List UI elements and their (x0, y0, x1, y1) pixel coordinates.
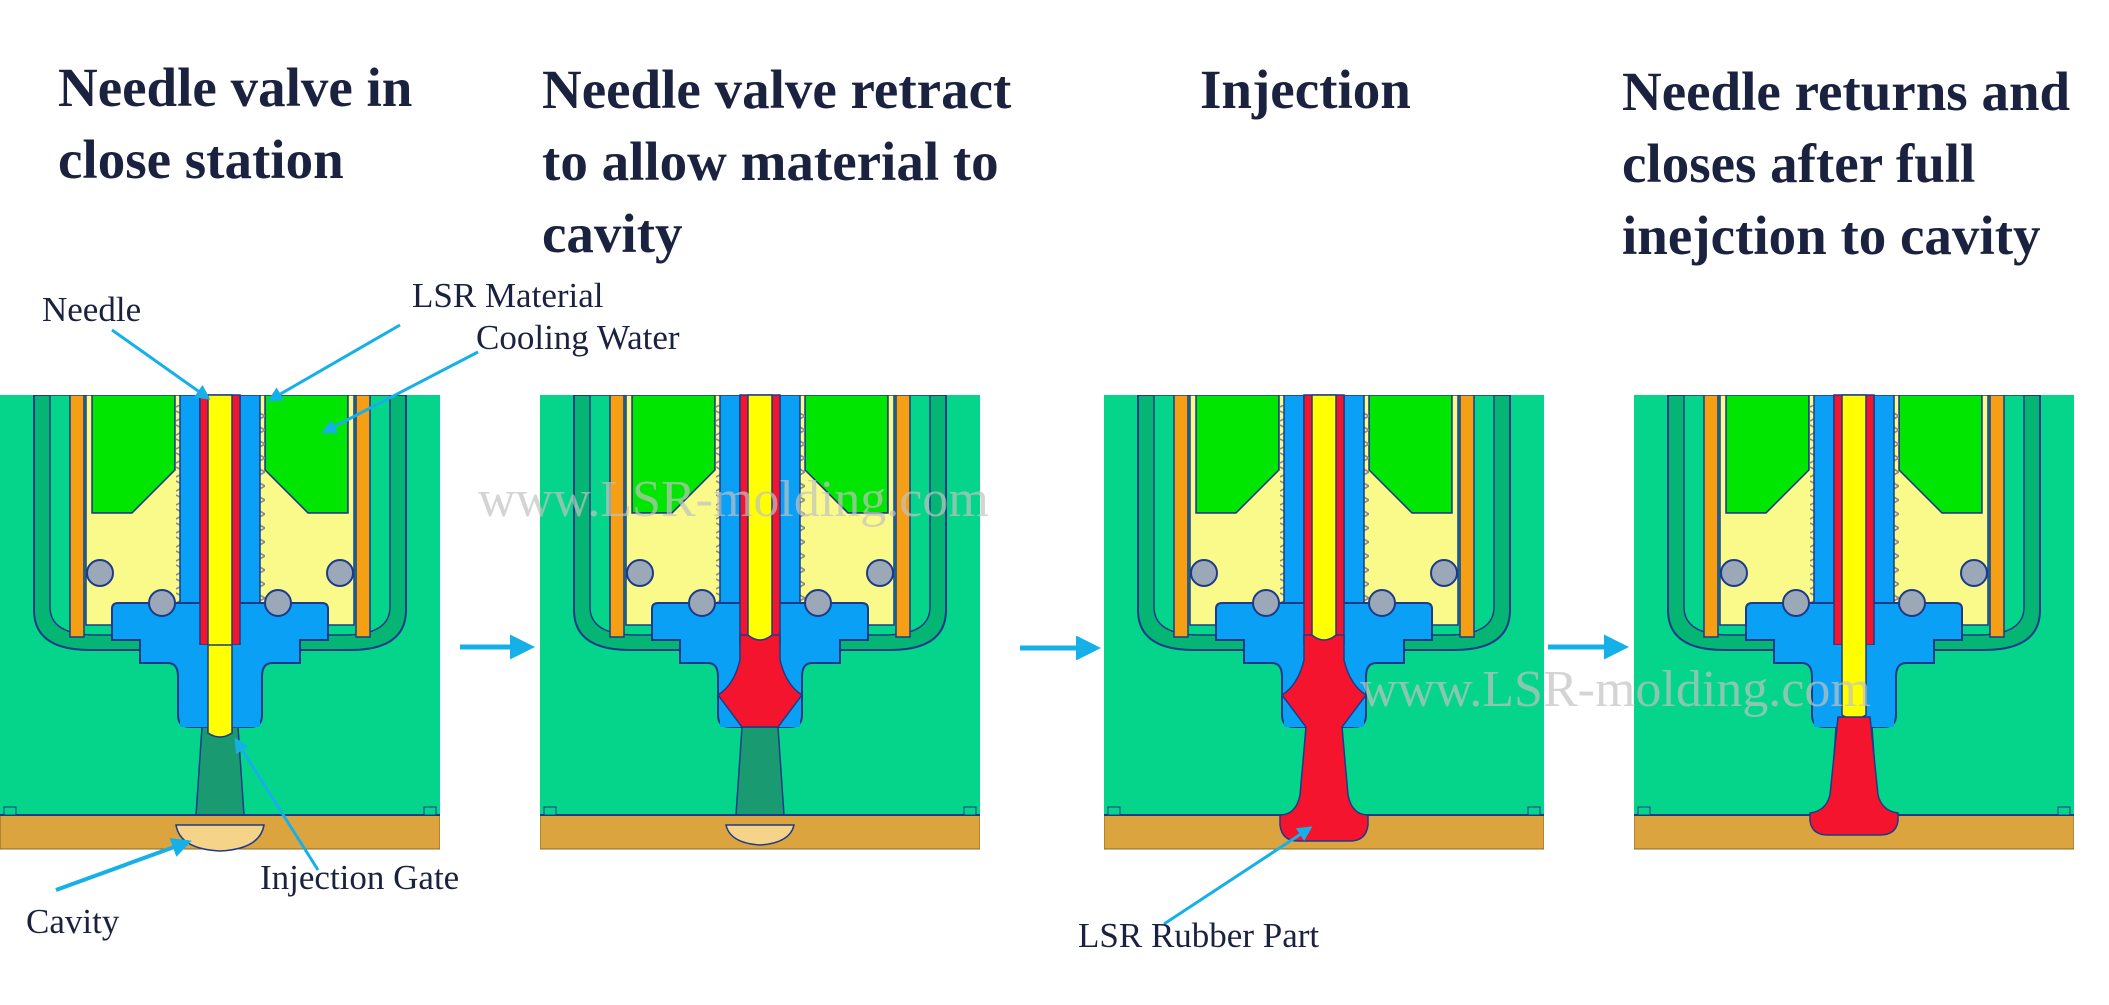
label-cavity: Cavity (26, 902, 120, 941)
needle-leader (111, 328, 211, 400)
label-lsr-rubber-part: LSR Rubber Part (1078, 916, 1320, 955)
title-step-3: Injection (1200, 59, 1411, 120)
title-step-4: Needle returns and closes after full ine… (1622, 61, 2071, 266)
label-injection-gate: Injection Gate (260, 858, 460, 897)
label-lsr-material: LSR Material (412, 276, 604, 315)
watermark-2: www.LSR-molding.com (1360, 661, 1871, 718)
label-needle: Needle (42, 290, 142, 329)
title-step-1: Needle valve in close station (58, 57, 413, 190)
title-step-2: Needle valve retract to allow material t… (542, 59, 1012, 264)
cooling-water-leader (321, 350, 479, 434)
panel-2-retracted (540, 394, 980, 850)
panel-3-injection (1104, 394, 1544, 850)
lsr-rubber-part-leader (1163, 826, 1313, 926)
panel-1-closed (0, 394, 440, 852)
injection-gate-leader (234, 737, 320, 871)
label-cooling-water: Cooling Water (476, 318, 680, 357)
panel-4-returned (1634, 394, 2074, 850)
lsr-material-leader (267, 323, 401, 402)
watermark-1: www.LSR-molding.com (478, 471, 989, 528)
cavity-leader (55, 838, 192, 892)
